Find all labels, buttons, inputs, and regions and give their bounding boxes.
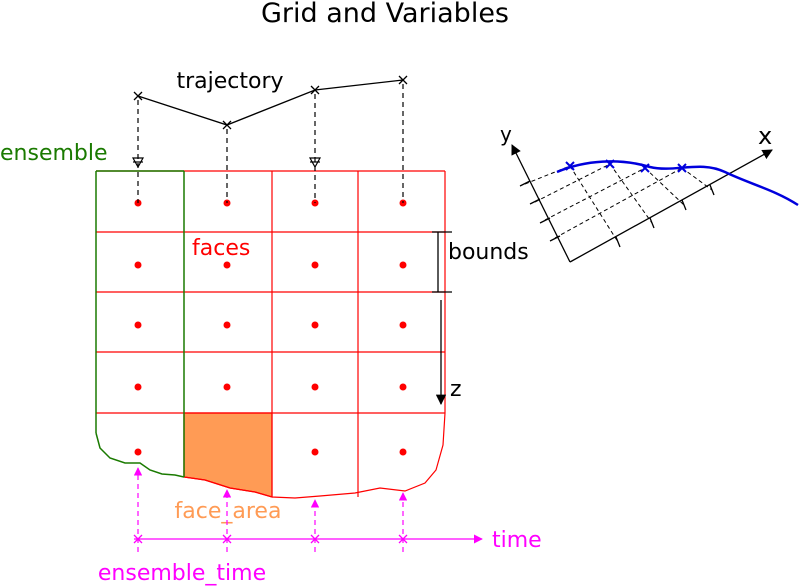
x-axis-label: x (758, 122, 772, 150)
face-area-label: face_area (175, 499, 282, 524)
time-label: time (492, 528, 542, 553)
trajectory-label: trajectory (176, 69, 283, 94)
faces-grid (96, 170, 446, 499)
trajectory-drop-lines (137, 84, 404, 203)
y-axis-label: y (500, 122, 512, 146)
trajectory-line (137, 79, 404, 126)
inset-axes (511, 144, 773, 263)
bounds-bracket (432, 231, 452, 293)
diagram-title: Grid and Variables (261, 0, 509, 29)
ensemble-label: ensemble (0, 141, 108, 166)
trajectory-curve-markers (565, 159, 687, 173)
ensemble-time-label: ensemble_time (98, 561, 266, 586)
inset-x-ticks (615, 184, 715, 248)
inset-y-ticks (519, 180, 561, 242)
face-center-dots (134, 199, 407, 456)
faces-label: faces (192, 236, 250, 261)
time-sample-arrows (133, 467, 408, 552)
triangle-down-icon (131, 157, 322, 169)
inset-projections (524, 163, 713, 243)
face-area-cell (183, 412, 273, 498)
z-axis-label: z (450, 377, 462, 402)
bounds-label: bounds (448, 240, 529, 265)
trajectory-x-markers (133, 75, 408, 130)
ensemble-column (95, 170, 185, 478)
time-axis-x-markers (133, 534, 408, 544)
